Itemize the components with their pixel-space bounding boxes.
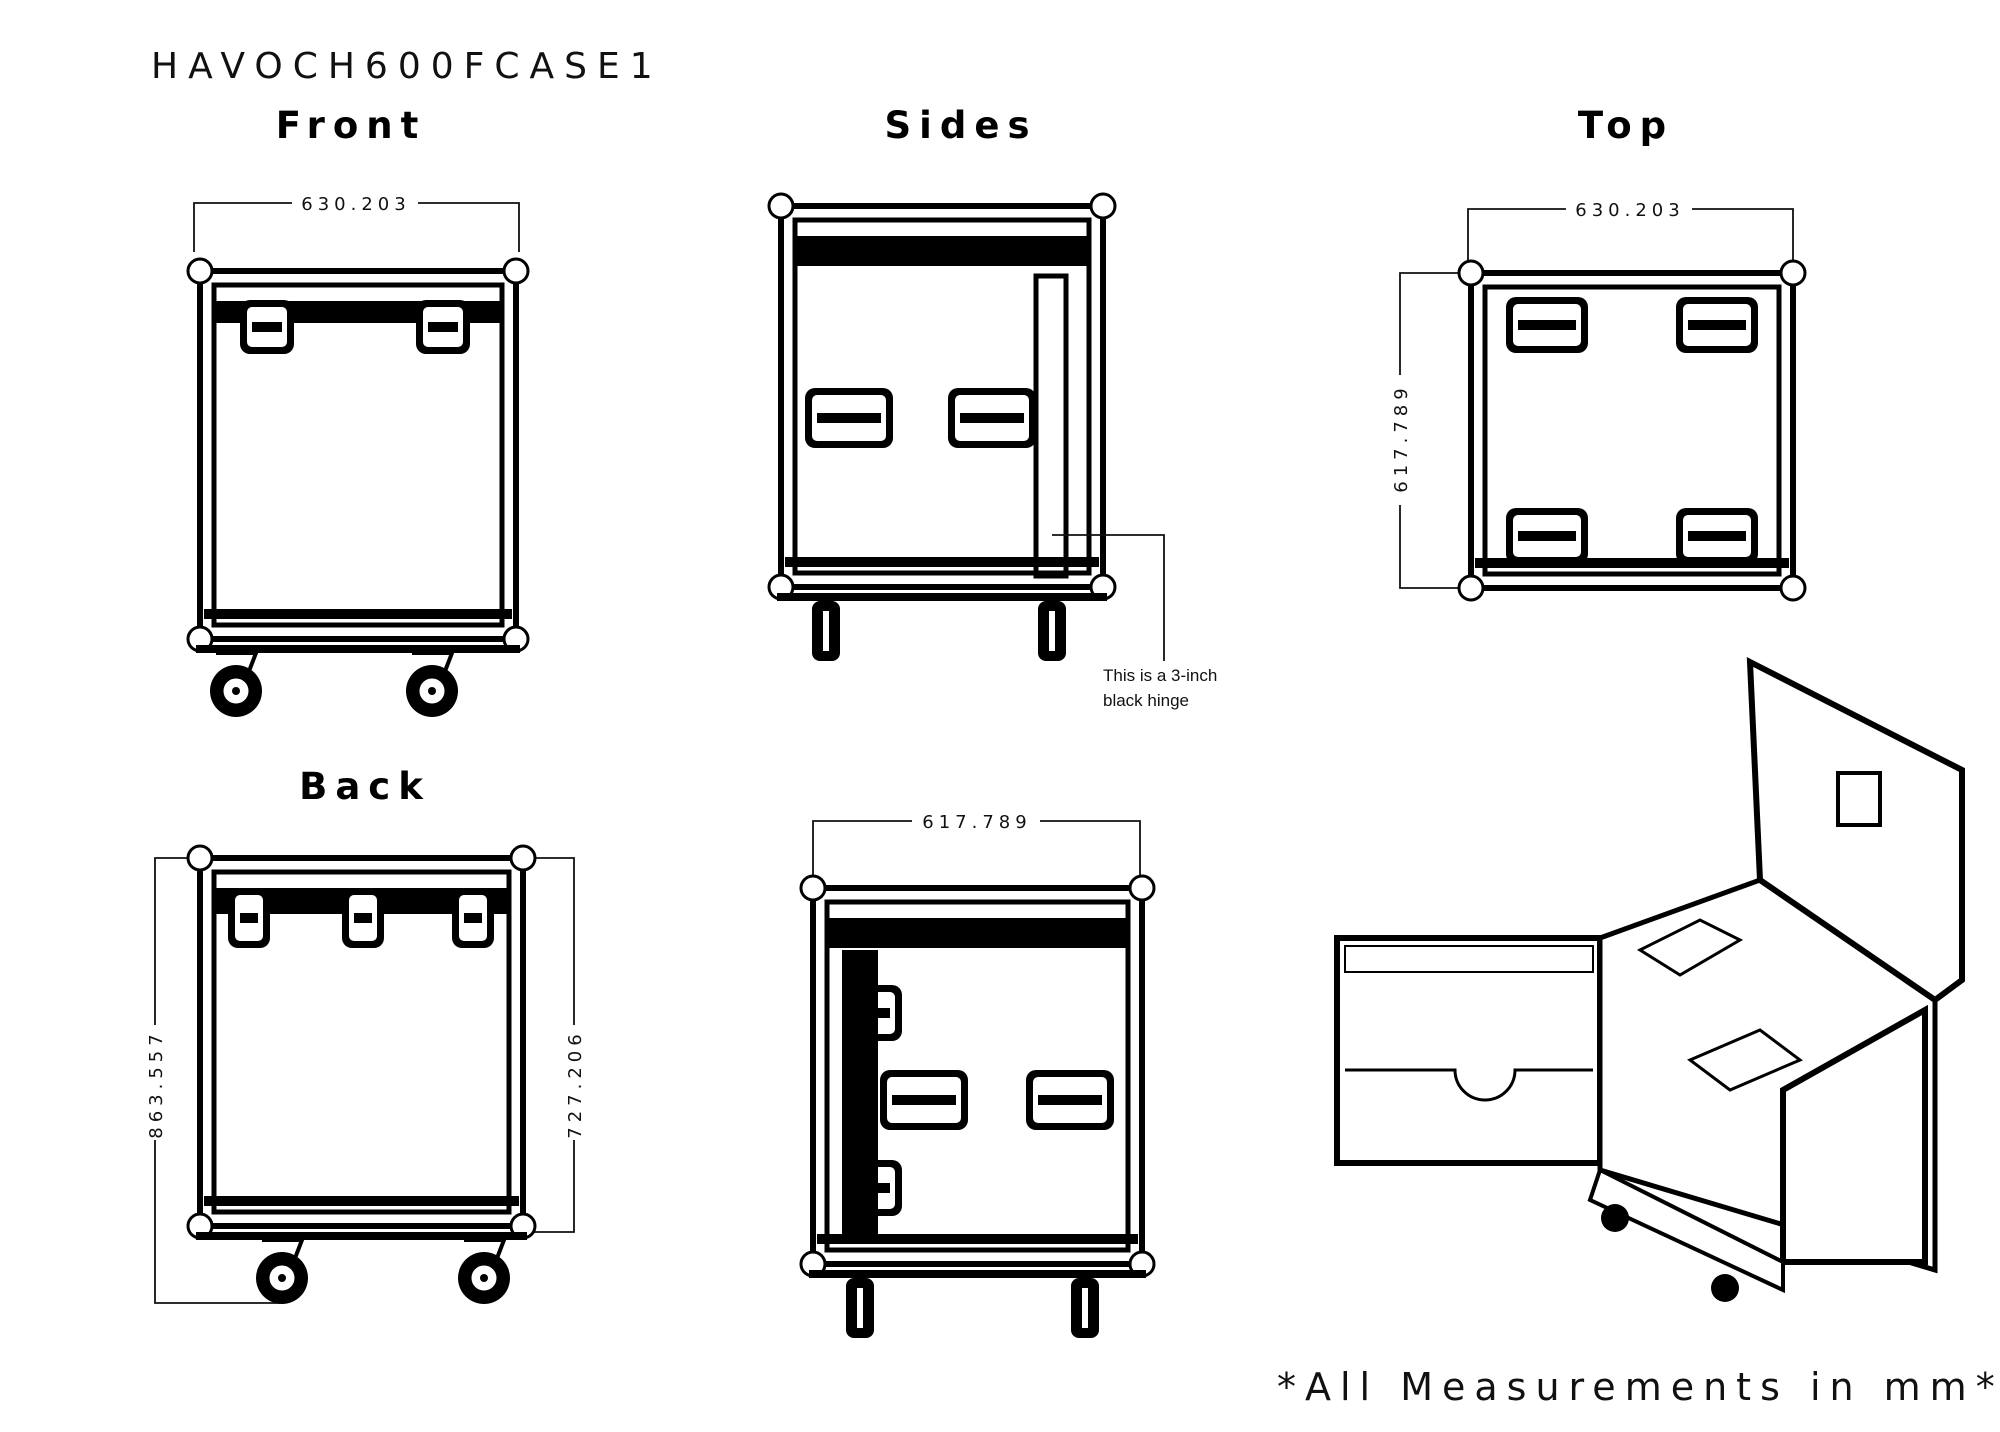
corner-icon	[799, 874, 827, 902]
view-label-sides: Sides	[885, 104, 1038, 147]
svg-text:863.557: 863.557	[146, 1029, 167, 1138]
isometric-open-case	[1334, 656, 1965, 1302]
svg-text:727.206: 727.206	[565, 1029, 586, 1138]
caster-wheel-icon	[1711, 1274, 1739, 1302]
caster-wheel-icon	[1601, 1204, 1629, 1232]
handle-icon	[1506, 508, 1588, 564]
view-label-back: Back	[299, 765, 431, 808]
caster-wheel-icon	[812, 601, 840, 661]
handle-icon	[1506, 297, 1588, 353]
svg-text:630.203: 630.203	[301, 194, 410, 215]
dimension-front-width: 630.203	[193, 194, 520, 252]
corner-icon	[1457, 259, 1485, 287]
hinge-strip	[1033, 273, 1069, 579]
view-label-top: Top	[1578, 104, 1674, 147]
caster-wheel-icon	[256, 1238, 308, 1304]
back-view-case	[186, 844, 537, 1304]
svg-text:630.203: 630.203	[1575, 200, 1684, 221]
svg-text:617.789: 617.789	[922, 812, 1031, 833]
dimension-top-width: 630.203	[1467, 200, 1794, 273]
caster-wheel-icon	[406, 651, 458, 717]
view-label-front: Front	[276, 104, 427, 147]
handle-icon	[452, 888, 494, 948]
handle-icon	[416, 300, 470, 354]
caster-wheel-icon	[1038, 601, 1066, 661]
corner-icon	[1128, 874, 1156, 902]
corner-icon	[1779, 574, 1807, 602]
corner-icon	[1457, 574, 1485, 602]
handle-icon	[1676, 297, 1758, 353]
handle-icon	[240, 300, 294, 354]
caster-wheel-icon	[458, 1238, 510, 1304]
measurement-unit-note: *All Measurements in mm*	[1277, 1365, 2000, 1409]
corner-icon	[767, 192, 795, 220]
side-view-case-lower	[799, 874, 1156, 1338]
hinge-annotation: This is a 3-inch black hinge	[1052, 534, 1217, 710]
corner-icon	[186, 257, 214, 285]
handle-icon	[805, 388, 893, 448]
caster-wheel-icon	[1071, 1278, 1099, 1338]
handle-icon	[342, 888, 384, 948]
handle-icon	[880, 1070, 968, 1130]
corner-icon	[186, 844, 214, 872]
front-view-case	[186, 257, 530, 717]
model-title: HAVOCH600FCASE1	[151, 46, 663, 87]
dimension-top-depth: 617.789	[1391, 272, 1465, 589]
dimension-side-depth: 617.789	[812, 812, 1141, 886]
handle-icon	[1026, 1070, 1114, 1130]
corner-icon	[502, 257, 530, 285]
svg-text:black hinge: black hinge	[1103, 691, 1189, 710]
svg-text:This is a 3-inch: This is a 3-inch	[1103, 666, 1217, 685]
caster-wheel-icon	[846, 1278, 874, 1338]
corner-icon	[1779, 259, 1807, 287]
svg-text:617.789: 617.789	[1391, 383, 1412, 492]
caster-wheel-icon	[210, 651, 262, 717]
corner-icon	[509, 844, 537, 872]
handle-icon	[228, 888, 270, 948]
side-view-case	[767, 192, 1117, 661]
handle-icon	[1676, 508, 1758, 564]
handle-icon	[948, 388, 1036, 448]
corner-icon	[1089, 192, 1117, 220]
top-view-case	[1457, 259, 1807, 602]
